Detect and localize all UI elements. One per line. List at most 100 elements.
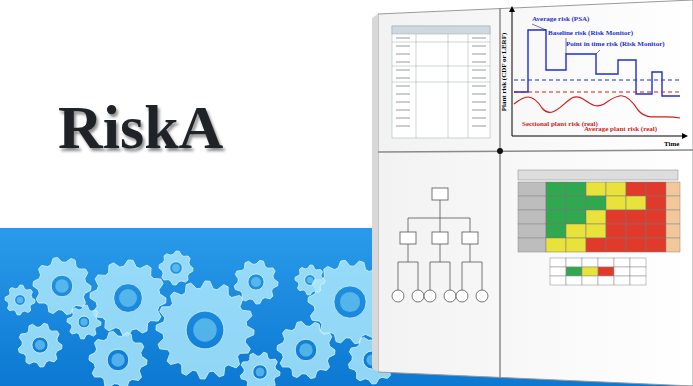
table-stroke	[472, 118, 486, 119]
table-stroke	[396, 38, 410, 39]
panel-edge	[372, 14, 378, 372]
axis-label: Plant risk (CDF or LERF)	[500, 33, 508, 112]
legend-table-cell	[598, 258, 614, 267]
table-screenshot	[392, 26, 490, 138]
matrix-cell	[518, 210, 546, 224]
table-stroke	[472, 70, 486, 71]
legend-table-cell	[598, 267, 614, 276]
matrix-cell	[626, 210, 646, 224]
panel-divider	[378, 150, 693, 152]
table-stroke	[396, 62, 410, 63]
chart-label: Average risk (PSA)	[532, 15, 589, 23]
matrix-cell	[646, 196, 666, 210]
matrix-cell	[646, 182, 666, 196]
gear	[5, 285, 35, 315]
legend-table-cell	[582, 258, 598, 267]
matrix-cell	[566, 196, 586, 210]
panel-joint	[497, 148, 503, 154]
table-stroke	[472, 110, 486, 111]
gear-hub	[119, 289, 137, 307]
matrix-cell	[646, 210, 666, 224]
matrix-cell	[586, 196, 606, 210]
risk-matrix	[518, 170, 680, 285]
gear-hub	[172, 264, 180, 272]
legend-table-cell	[630, 267, 646, 276]
table-stroke	[472, 38, 486, 39]
gear	[234, 260, 278, 304]
table-stroke	[472, 102, 486, 103]
panel-wall	[378, 0, 693, 386]
legend-table-cell	[566, 258, 582, 267]
table-stroke	[472, 46, 486, 47]
legend-table-cell	[566, 267, 582, 276]
matrix-cell	[606, 196, 626, 210]
matrix-cell	[586, 224, 606, 238]
table-cells	[396, 38, 486, 126]
matrix-cell	[546, 224, 566, 238]
table-stroke	[396, 94, 410, 95]
matrix-cell	[666, 196, 680, 210]
matrix-cell	[546, 238, 566, 252]
matrix-cell	[566, 210, 586, 224]
risk-chart	[509, 6, 688, 139]
gear-hub	[307, 277, 314, 284]
matrix-cell	[666, 224, 680, 238]
legend-table-cell	[614, 276, 630, 285]
matrix-cell	[606, 210, 626, 224]
matrix-cell	[626, 238, 646, 252]
gear-hub	[55, 279, 68, 292]
legend-table-cell	[614, 267, 630, 276]
legend-table-cell	[550, 276, 566, 285]
gear	[33, 257, 91, 314]
matrix-cell	[606, 224, 626, 238]
matrix-cell	[546, 182, 566, 196]
gear	[18, 323, 62, 367]
legend-table-cell	[566, 276, 582, 285]
table-stroke	[472, 62, 486, 63]
table-stroke	[396, 46, 410, 47]
table-stroke	[396, 86, 410, 87]
legend-table-cell	[630, 258, 646, 267]
table-stroke	[396, 70, 410, 71]
gear-hub	[17, 297, 24, 304]
gear	[159, 251, 193, 285]
matrix-cell	[566, 182, 586, 196]
legend-table-cell	[614, 258, 630, 267]
matrix-cell	[626, 182, 646, 196]
legend-table-cell	[550, 267, 566, 276]
matrix-cell	[626, 196, 646, 210]
axis-label: Time	[664, 140, 679, 148]
gear	[89, 331, 147, 386]
legend-table-cell	[582, 267, 598, 276]
matrix-cell	[518, 196, 546, 210]
matrix-cell	[566, 238, 586, 252]
table-stroke	[472, 54, 486, 55]
gear	[240, 352, 280, 386]
legend-table-cell	[550, 258, 566, 267]
table-stroke	[396, 110, 410, 111]
table-stroke	[396, 126, 410, 127]
table-stroke	[472, 94, 486, 95]
matrix-cell	[518, 182, 546, 196]
gear	[277, 321, 335, 378]
legend-table-cell	[582, 276, 598, 285]
gear	[90, 260, 166, 336]
gear-hub	[111, 353, 124, 366]
matrix-cell	[626, 224, 646, 238]
gear-hub	[193, 318, 217, 342]
chart-label: Point in time risk (Risk Monitor)	[566, 40, 665, 48]
chart-label: Baseline risk (Risk Monitor)	[548, 29, 633, 37]
gear	[156, 281, 254, 379]
table-stroke	[396, 102, 410, 103]
matrix-cell	[518, 224, 546, 238]
gear	[295, 265, 325, 295]
table-stroke	[472, 78, 486, 79]
table-stroke	[396, 78, 410, 79]
matrix-cell	[546, 196, 566, 210]
gear-hub	[251, 277, 261, 287]
gears	[5, 251, 396, 386]
gear-hub	[80, 318, 87, 325]
matrix-cell	[666, 210, 680, 224]
